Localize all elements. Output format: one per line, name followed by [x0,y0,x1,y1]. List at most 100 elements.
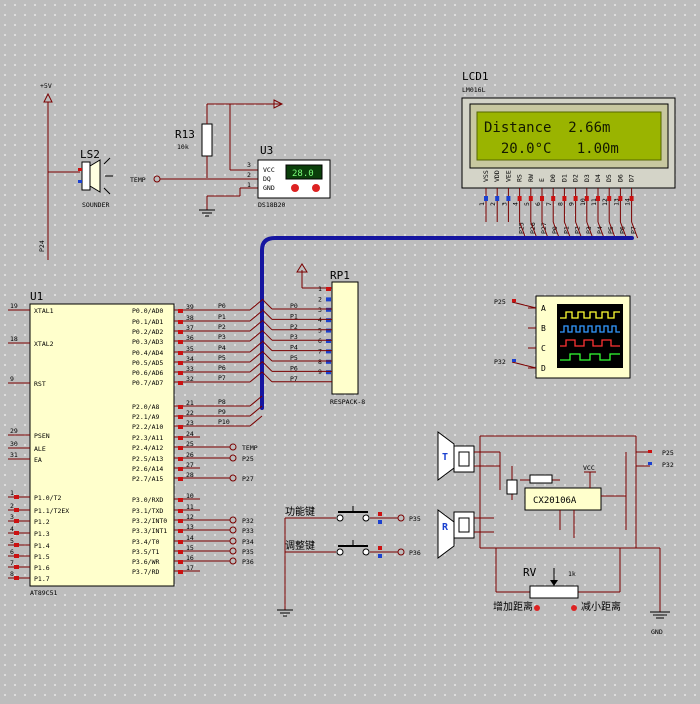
lcd-pin-number: 9 [568,202,576,206]
increase-distance-button[interactable] [534,605,540,611]
lcd-pin-name: D4 [594,174,602,182]
mcu-net-label: P34 [242,538,254,546]
svg-text:2: 2 [247,171,251,179]
lcd-pin-name: D2 [572,174,580,182]
lcd-pin-name: E [538,178,546,182]
decrease-distance-label: 减小距离 [581,600,621,613]
u3-part: DS18B20 [258,201,285,209]
mcu-pin-name: P1.5 [34,553,50,561]
lcd-pin-name: VSS [482,170,490,182]
lcd-pin-name: D0 [549,174,557,182]
mcu-net-label: P0 [218,302,226,310]
decrease-distance-button[interactable] [571,605,577,611]
r13-value: 10k [177,143,189,151]
ds18b20-display [285,164,323,180]
rp1-net-label: P7 [290,375,298,383]
mcu-pin-number: 8 [10,570,14,578]
lcd-pin-number: 7 [545,202,553,206]
mcu-pin-number: 16 [186,554,194,562]
mcu-pin-name: P2.3/A11 [132,434,163,442]
lcd-pin-name: D6 [616,174,624,182]
transmitter-label: T [442,452,448,463]
mcu-pin-name: P0.0/AD0 [132,307,163,315]
power-5v-net: +5V P24 [38,82,80,260]
mcu-net-label: P7 [218,374,226,382]
lcd-lm016l: LCD1 LM016L Distance 2.66m 20.0°C 1.00m … [461,70,676,239]
r13-body [201,123,213,157]
mcu-net-label: P27 [242,475,254,483]
mcu-pin-name: P0.3/AD3 [132,338,163,346]
mcu-pin-name: P1.3 [34,530,50,538]
scope-net-p25: P25 [494,298,506,306]
temp-net-label: TEMP [130,176,146,184]
lcd-net-label: P2 [574,226,582,234]
lcd-pin-name: VDD [493,170,501,182]
receiver-icon [437,509,455,559]
rp1-net-label: P4 [290,344,298,352]
vcc-5v-label: +5V [40,82,52,90]
speaker-icon [89,159,101,193]
rv-ref: RV [523,566,537,579]
bus-wires [249,298,273,427]
mcu-pin-name: P3.1/TXD [132,507,163,515]
resistor-r13: R13 10k [175,99,284,178]
rp1-pin-number: 6 [318,337,322,345]
lcd-pin-number: 2 [489,202,497,206]
ultrasonic-module: T R CX20106A VCC P25 P32 RV 1k [437,431,674,636]
mcu-pin-name: P3.0/RXD [132,496,163,504]
gnd-label: GND [651,628,663,636]
lcd-net-label: P0 [551,226,559,234]
mcu-pin-name: P0.4/AD4 [132,349,163,357]
mcu-pin-name: P3.3/INT1 [132,527,167,535]
increase-distance-label: 增加距离 [493,600,533,613]
mcu-pin-name: P1.4 [34,542,50,550]
receiver-label: R [442,522,449,533]
svg-text:VCC: VCC [263,166,275,174]
lcd-pin-name: D1 [560,174,568,182]
lcd-pin-number: 6 [534,202,542,206]
ds18b20-reading: 28.0 [292,169,314,179]
lcd-ref: LCD1 [462,70,489,83]
scope-net-p32: P32 [494,358,506,366]
mcu-pin-name: P0.7/AD7 [132,379,163,387]
lcd-part: LM016L [462,86,486,94]
temp-net: TEMP [130,104,258,217]
mcu-at89c51: U1 19XTAL118XTAL29RST29PSEN30ALE31EA1P1.… [8,290,258,597]
lcd-pin-number: 14 [624,198,632,206]
mcu-pin-number: 12 [186,513,194,521]
mcu-net-label: TEMP [242,444,258,452]
lcd-pin-name: RW [527,174,535,182]
mcu-pin-name: P0.5/AD5 [132,359,163,367]
mcu-pin-name: PSEN [34,432,50,440]
mcu-pin-name: P2.6/A14 [132,465,163,473]
rp1-part: RESPACK-8 [330,398,365,406]
mcu-pin-name: P2.4/A12 [132,444,163,452]
u3-ref: U3 [260,144,273,157]
rp1-net-label: P2 [290,323,298,331]
lcd-pin-name: D3 [583,174,591,182]
wiper-arrow-icon [550,580,558,586]
mcu-pin-number: 32 [186,375,194,383]
mcu-pin-name: XTAL1 [34,307,54,315]
mcu-net-label: P2 [218,323,226,331]
mcu-pin-number: 21 [186,399,194,407]
lcd-line-2: 20.0°C 1.00m [484,141,619,157]
rp1-pin-number: 4 [318,316,322,324]
mcu-net-label: P32 [242,517,254,525]
mcu-pin-name: P3.7/RD [132,568,159,576]
mcu-pin-number: 28 [186,471,194,479]
rp1-body [331,281,359,395]
temp-down-button[interactable] [291,184,299,192]
lcd-pin-number: 5 [523,202,531,206]
rp1-pin-number: 7 [318,347,322,355]
mcu-net-label: P1 [218,313,226,321]
mcu-pin-number: 30 [10,440,18,448]
temp-up-button[interactable] [312,184,320,192]
mcu-pin-number: 2 [10,502,14,510]
scope-channel-b: B [541,324,546,333]
mcu-pin-number: 1 [10,489,14,497]
mcu-pin-number: 23 [186,419,194,427]
